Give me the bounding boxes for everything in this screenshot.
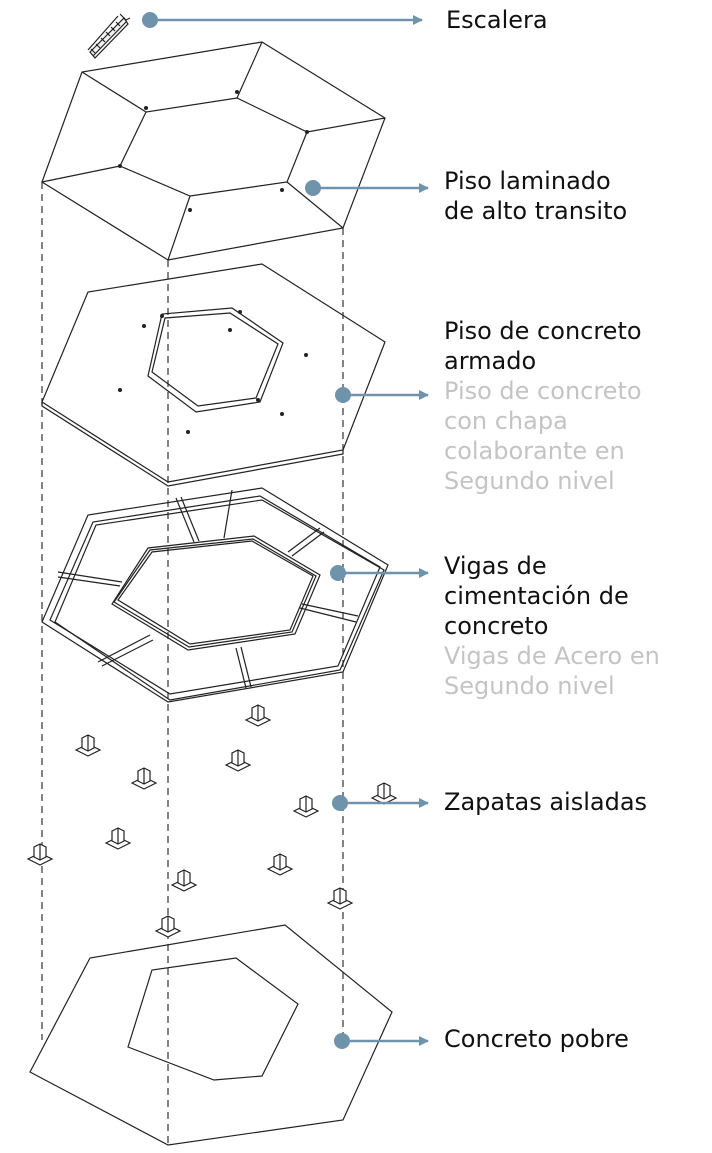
label-piso-concreto-secondary-2: con chapa bbox=[444, 407, 568, 435]
concreto-pobre-layer bbox=[29, 924, 393, 1146]
label-escalera-line-1: Escalera bbox=[446, 6, 548, 34]
label-concreto-pobre-line-1: Concreto pobre bbox=[444, 1025, 629, 1053]
callout-connectors bbox=[142, 12, 429, 1049]
callout-dot-zapatas bbox=[332, 795, 348, 811]
label-vigas: Vigas de cimentación de concreto Vigas d… bbox=[444, 551, 660, 701]
label-vigas-secondary-2: Segundo nivel bbox=[444, 672, 615, 700]
piso-laminado-layer bbox=[41, 41, 386, 261]
callout-dot-escalera bbox=[142, 12, 158, 28]
escalera-stair bbox=[87, 13, 131, 59]
vigas-layer bbox=[41, 487, 389, 703]
zapatas-layer bbox=[26, 704, 398, 938]
callout-dot-concreto-pobre bbox=[334, 1033, 350, 1049]
label-piso-concreto: Piso de concreto armado Piso de concreto… bbox=[444, 316, 642, 496]
callout-dot-vigas bbox=[330, 565, 346, 581]
label-piso-concreto-secondary-4: Segundo nivel bbox=[444, 467, 615, 495]
alignment-guides bbox=[41, 182, 344, 1145]
label-piso-concreto-line-2: armado bbox=[444, 347, 537, 375]
label-piso-concreto-secondary-3: colaborante en bbox=[444, 437, 625, 465]
label-zapatas-line-1: Zapatas aisladas bbox=[444, 788, 648, 816]
label-escalera: Escalera bbox=[446, 5, 548, 35]
label-zapatas: Zapatas aisladas bbox=[444, 787, 647, 817]
label-piso-laminado: Piso laminado de alto transito bbox=[444, 166, 627, 226]
label-vigas-line-1: Vigas de bbox=[444, 552, 547, 580]
label-vigas-line-2: cimentación de bbox=[444, 582, 629, 610]
label-piso-laminado-line-1: Piso laminado bbox=[444, 167, 611, 195]
piso-concreto-layer bbox=[41, 263, 386, 487]
callout-dot-piso-concreto bbox=[335, 387, 351, 403]
label-concreto-pobre: Concreto pobre bbox=[444, 1024, 629, 1054]
label-piso-concreto-secondary-1: Piso de concreto bbox=[444, 377, 642, 405]
callout-dot-piso-laminado bbox=[305, 180, 321, 196]
label-vigas-secondary-1: Vigas de Acero en bbox=[444, 642, 660, 670]
label-vigas-line-3: concreto bbox=[444, 612, 549, 640]
label-piso-laminado-line-2: de alto transito bbox=[444, 197, 628, 225]
label-piso-concreto-line-1: Piso de concreto bbox=[444, 317, 642, 345]
